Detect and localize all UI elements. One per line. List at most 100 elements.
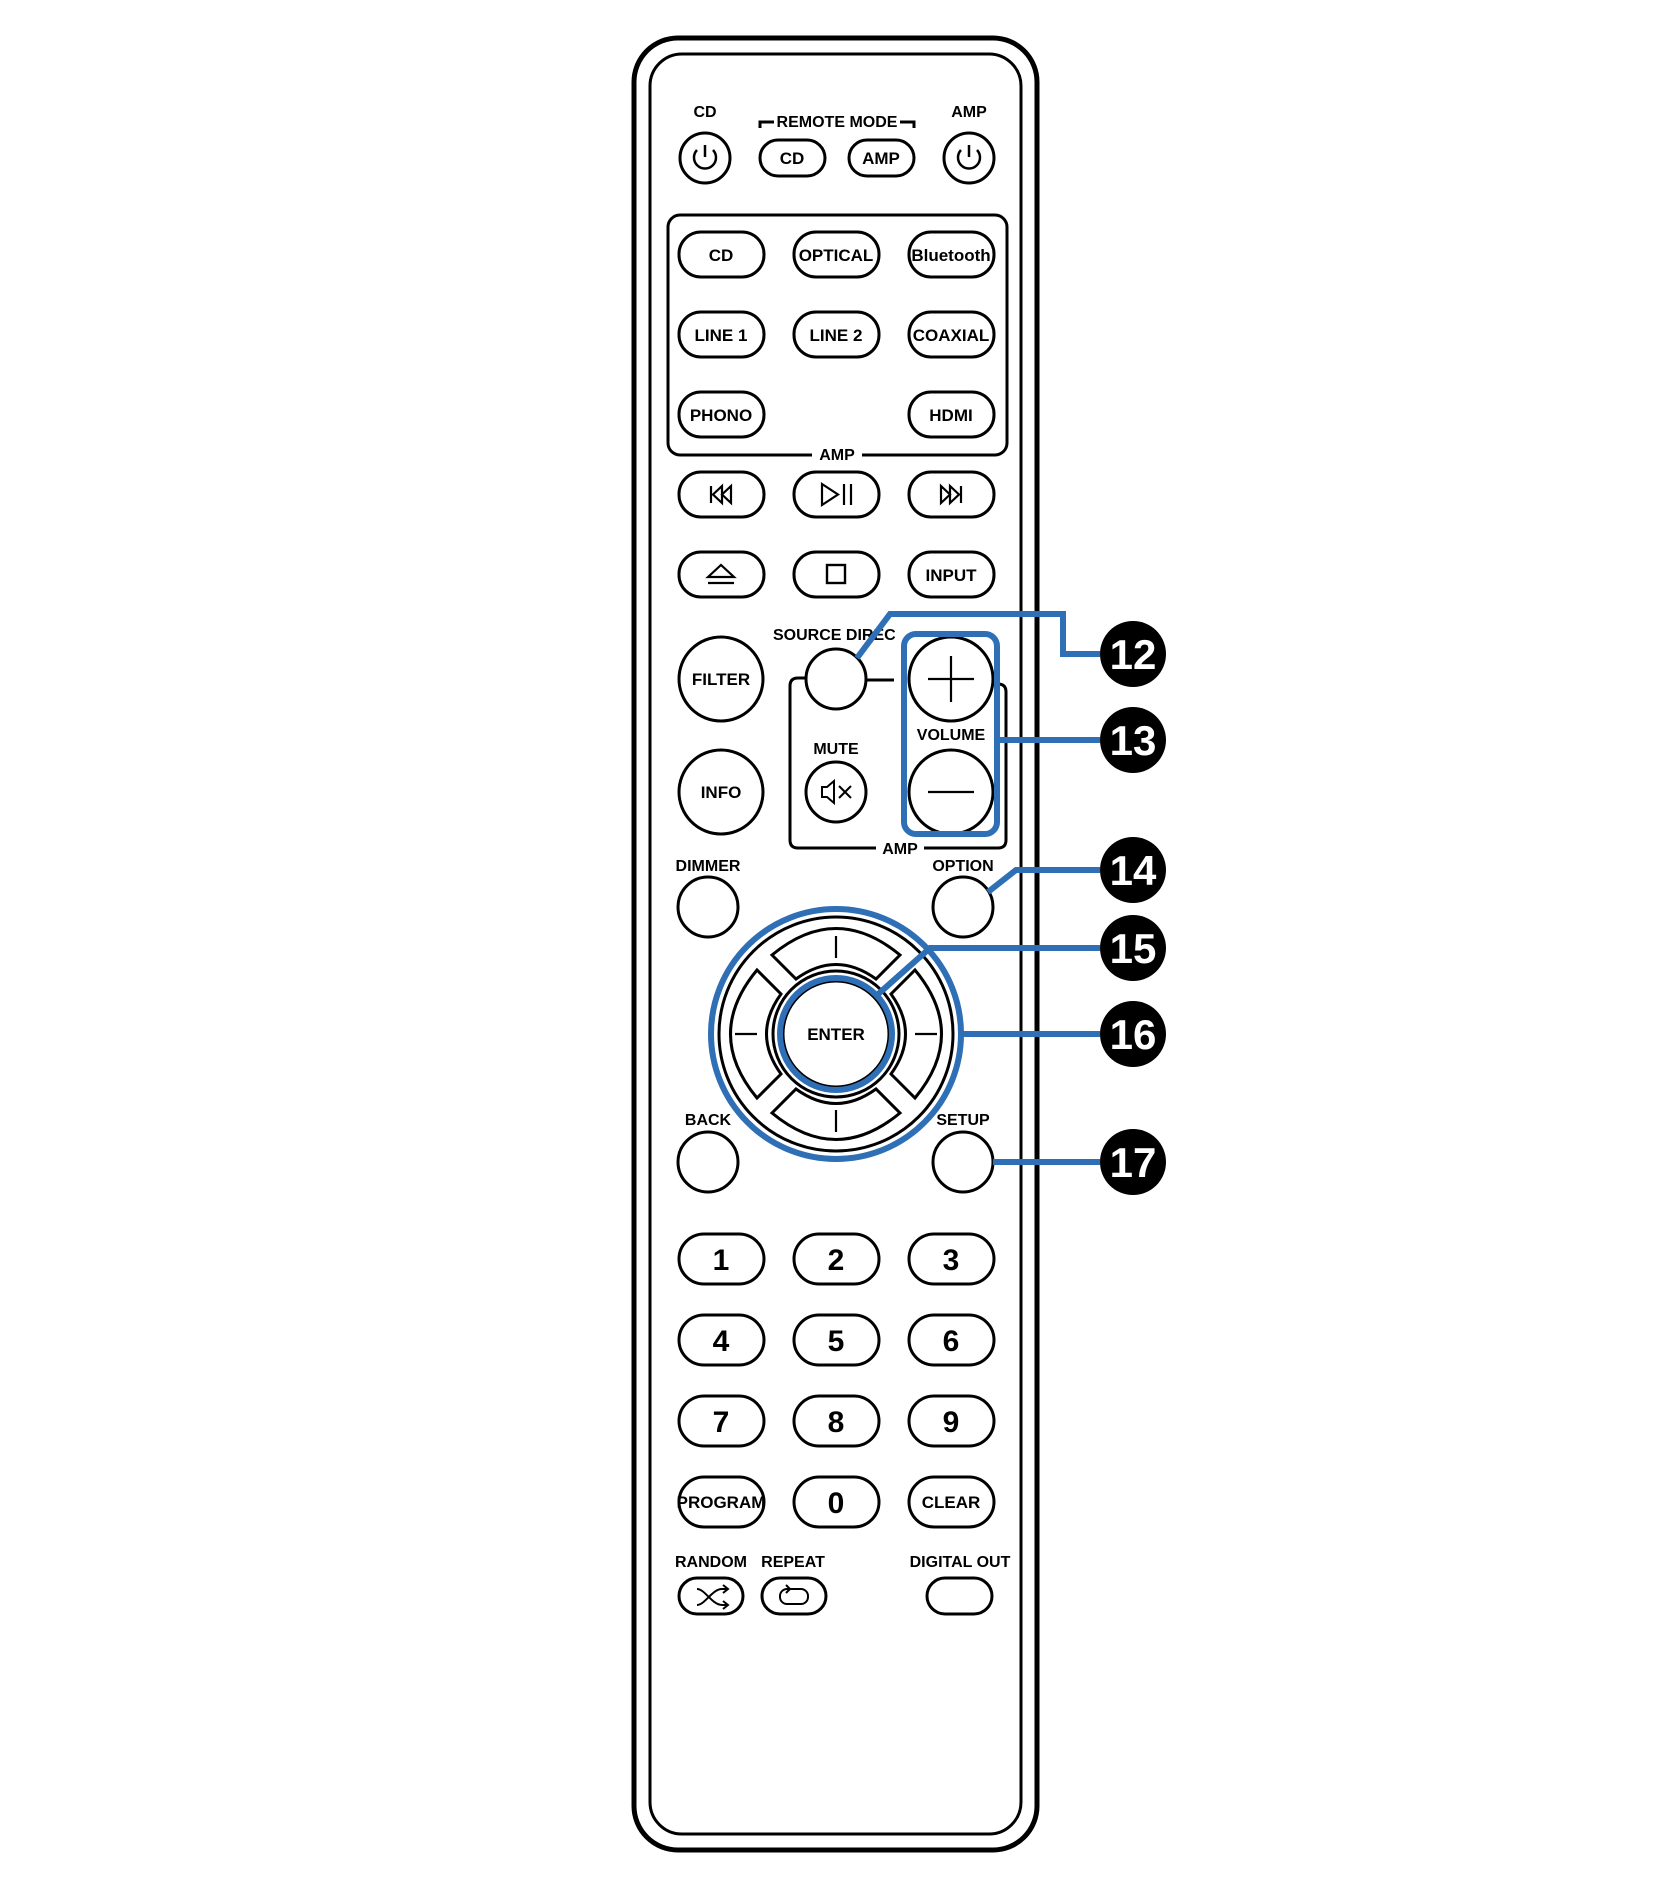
power-icon xyxy=(692,145,718,170)
remote-mode-cd-label: CD xyxy=(780,149,805,168)
amp-label-mask xyxy=(812,446,862,464)
setup-button[interactable] xyxy=(931,1130,995,1194)
number-6-button[interactable]: 6 xyxy=(907,1313,996,1367)
digital-out-label: DIGITAL OUT xyxy=(910,1554,1011,1571)
input-cd-button[interactable]: CD xyxy=(677,230,766,279)
digital-out-button[interactable] xyxy=(925,1576,994,1616)
number-1-button[interactable]: 1 xyxy=(677,1232,766,1286)
volume-up-button[interactable] xyxy=(907,635,995,723)
number-3-button[interactable]: 3 xyxy=(907,1232,996,1286)
plus-icon xyxy=(928,656,974,702)
source-direct-button[interactable] xyxy=(804,647,868,711)
volume-label: VOLUME xyxy=(917,727,986,744)
power-icon xyxy=(956,145,982,170)
input-line2-button[interactable]: LINE 2 xyxy=(792,310,881,359)
callout-16-number: 16 xyxy=(1110,1011,1157,1058)
remote-mode-cd-button[interactable]: CD xyxy=(758,138,827,178)
repeat-icon xyxy=(779,1584,809,1605)
option-button[interactable] xyxy=(931,875,995,939)
remote-mode-label: REMOTE MODE xyxy=(777,114,898,131)
repeat-button[interactable] xyxy=(760,1576,828,1616)
previous-track-button[interactable] xyxy=(677,470,766,519)
number-4-button[interactable]: 4 xyxy=(677,1313,766,1367)
eject-icon xyxy=(705,563,737,585)
callout-15-number: 15 xyxy=(1110,925,1157,972)
dimmer-button[interactable] xyxy=(676,875,740,939)
number-8-label: 8 xyxy=(828,1406,845,1439)
number-0-button[interactable]: 0 xyxy=(792,1475,881,1529)
input-coaxial-button[interactable]: COAXIAL xyxy=(907,310,996,359)
callout-12-number: 12 xyxy=(1110,631,1157,678)
remote-mode-amp-label: AMP xyxy=(862,149,900,168)
enter-label: ENTER xyxy=(807,1025,865,1044)
enter-button[interactable]: ENTER xyxy=(781,979,891,1089)
callout-14: 14 xyxy=(1100,837,1166,903)
number-1-label: 1 xyxy=(713,1244,730,1277)
clear-button[interactable]: CLEAR xyxy=(907,1475,996,1529)
setup-label: SETUP xyxy=(936,1112,990,1129)
input-line1-button[interactable]: LINE 1 xyxy=(677,310,766,359)
number-4-label: 4 xyxy=(713,1325,730,1358)
number-5-button[interactable]: 5 xyxy=(792,1313,881,1367)
input-line1-label: LINE 1 xyxy=(695,326,748,345)
play-pause-icon xyxy=(820,481,853,508)
amp-power-button[interactable] xyxy=(942,131,996,185)
mute-button[interactable] xyxy=(804,760,868,824)
stop-button[interactable] xyxy=(792,550,881,599)
back-label: BACK xyxy=(685,1112,732,1129)
play-pause-button[interactable] xyxy=(792,470,881,519)
clear-label: CLEAR xyxy=(922,1493,981,1512)
shuffle-icon xyxy=(696,1584,730,1610)
program-button[interactable]: PROGRAM xyxy=(677,1475,766,1529)
cursor-right-button[interactable] xyxy=(889,967,943,1101)
remote-body-inner xyxy=(648,52,1023,1836)
number-3-label: 3 xyxy=(943,1244,960,1277)
number-9-label: 9 xyxy=(943,1406,960,1439)
number-7-button[interactable]: 7 xyxy=(677,1394,766,1448)
input-optical-label: OPTICAL xyxy=(799,246,874,265)
mute-label: MUTE xyxy=(813,741,859,758)
back-button[interactable] xyxy=(676,1130,740,1194)
next-track-button[interactable] xyxy=(907,470,996,519)
cursor-down-button[interactable] xyxy=(769,1087,903,1141)
input-phono-label: PHONO xyxy=(690,406,752,425)
callout-14-number: 14 xyxy=(1110,847,1157,894)
skip-back-icon xyxy=(709,483,733,506)
number-5-label: 5 xyxy=(828,1325,845,1358)
amp-power-label: AMP xyxy=(951,104,987,121)
input-coaxial-label: COAXIAL xyxy=(913,326,990,345)
repeat-label: REPEAT xyxy=(761,1554,825,1571)
number-2-label: 2 xyxy=(828,1244,845,1277)
filter-button[interactable]: FILTER xyxy=(677,635,765,723)
number-2-button[interactable]: 2 xyxy=(792,1232,881,1286)
cursor-left-button[interactable] xyxy=(729,967,783,1101)
volume-group-amp-label: AMP xyxy=(882,841,918,858)
number-8-button[interactable]: 8 xyxy=(792,1394,881,1448)
callout-17-number: 17 xyxy=(1110,1139,1157,1186)
amp-label-mask xyxy=(876,839,924,857)
input-bluetooth-button[interactable]: Bluetooth xyxy=(907,230,996,279)
skip-forward-icon xyxy=(939,483,963,506)
remote-mode-amp-button[interactable]: AMP xyxy=(847,138,916,178)
input-button[interactable]: INPUT xyxy=(907,550,996,599)
input-optical-button[interactable]: OPTICAL xyxy=(792,230,881,279)
random-button[interactable] xyxy=(677,1576,745,1616)
cd-power-button[interactable] xyxy=(678,131,732,185)
remote-mode-bracket: REMOTE MODE xyxy=(758,114,916,131)
info-button[interactable]: INFO xyxy=(677,748,765,836)
random-label: RANDOM xyxy=(675,1554,747,1571)
speaker-mute-icon xyxy=(821,778,852,806)
callout-13: 13 xyxy=(1100,707,1166,773)
cursor-up-button[interactable] xyxy=(769,927,903,981)
cd-power-label: CD xyxy=(693,104,716,121)
number-9-button[interactable]: 9 xyxy=(907,1394,996,1448)
volume-down-button[interactable] xyxy=(907,748,995,836)
input-phono-button[interactable]: PHONO xyxy=(677,390,766,439)
option-label: OPTION xyxy=(932,858,993,875)
eject-button[interactable] xyxy=(677,550,766,599)
numpad: 1 2 3 4 5 6 7 8 9 PROGRAM 0 CLEAR xyxy=(677,1232,996,1529)
number-7-label: 7 xyxy=(713,1406,730,1439)
input-hdmi-button[interactable]: HDMI xyxy=(907,390,996,439)
input-button-label: INPUT xyxy=(926,566,978,585)
